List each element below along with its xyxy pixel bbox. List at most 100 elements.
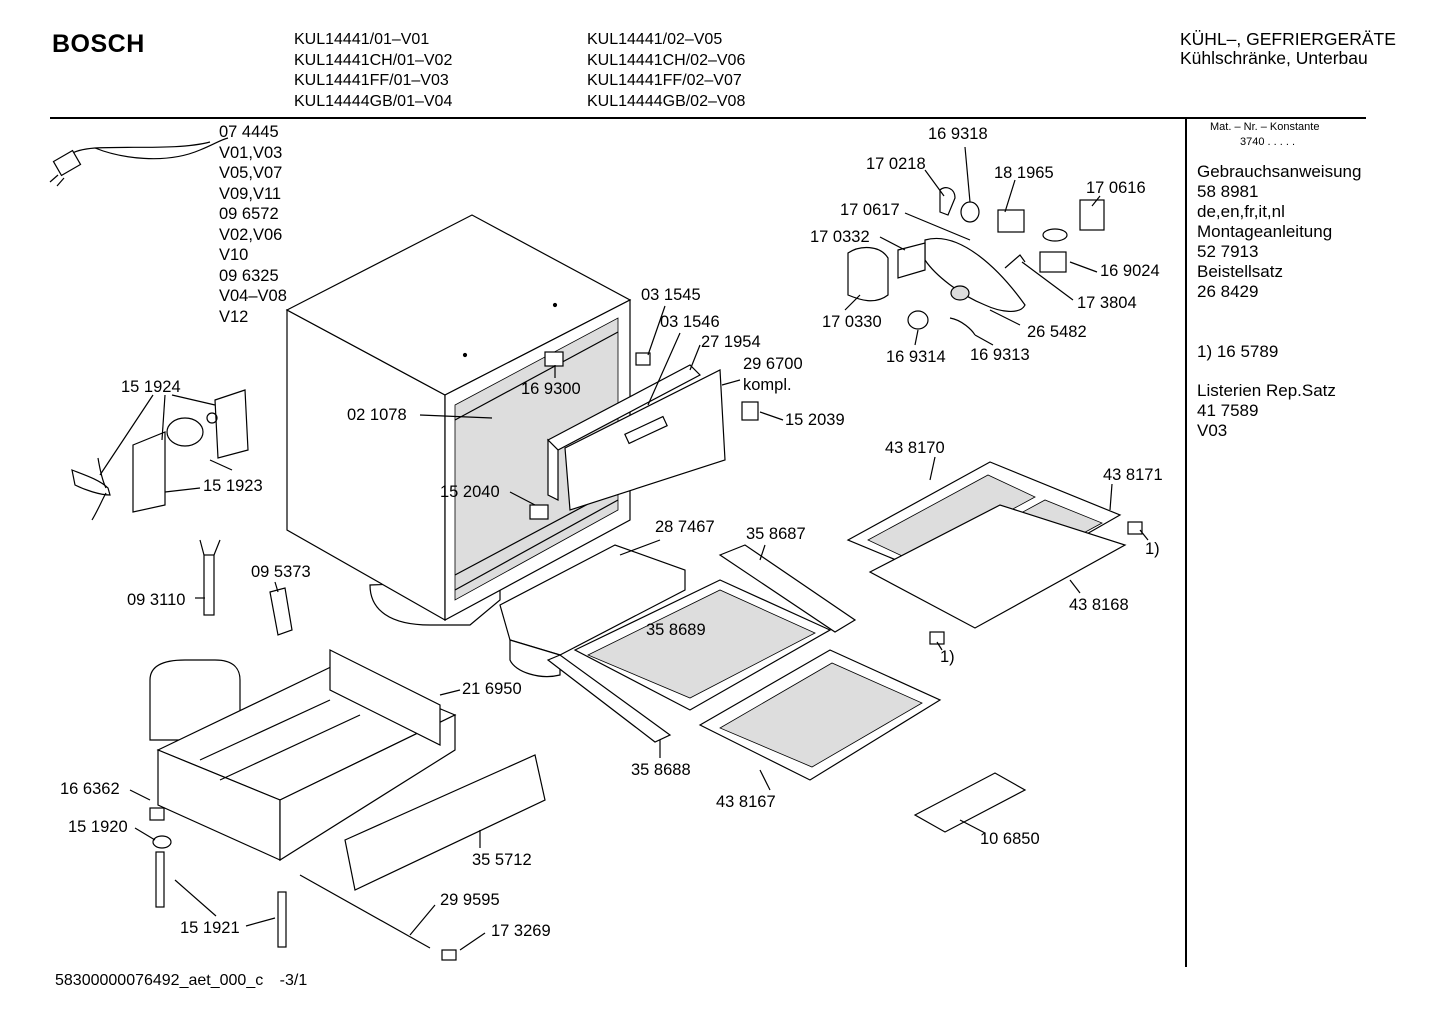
part-label: 43 8170 (885, 439, 945, 457)
cable-label: 07 4445 (219, 123, 279, 141)
glass-shelf-bottom (698, 649, 942, 781)
cable-label: V10 (219, 246, 249, 264)
cable-label: V01,V03 (219, 143, 283, 162)
footnote-marker: 1) (1145, 540, 1160, 558)
part-label: 17 0332 (810, 228, 870, 246)
part-label: 03 1546 (660, 313, 720, 331)
sidebar-note: 1) 16 5789 (1197, 342, 1279, 361)
doc-line: Beistellsatz (1197, 262, 1283, 281)
model-item: KUL14441FF/02–V07 (587, 72, 742, 89)
category-heading: KÜHL–, GEFRIERGERÄTE Kühlschränke, Unter… (1180, 30, 1396, 68)
part-label: 15 2039 (785, 411, 845, 429)
konstante-value: 3740 . . . . . (1240, 136, 1296, 148)
sidebar-docs: Gebrauchsanweisung 58 8981 de,en,fr,it,n… (1197, 162, 1361, 302)
base-tray (149, 649, 546, 961)
part-label: 15 1923 (203, 477, 263, 495)
cable-label: V04–V08 (219, 287, 287, 305)
doc-line: Listerien Rep.Satz (1197, 381, 1336, 400)
ice-tray (913, 772, 1027, 833)
part-label: 16 9024 (1100, 262, 1160, 280)
model-item: KUL14441CH/02–V06 (587, 51, 746, 69)
sidebar-repair-kit: Listerien Rep.Satz 41 7589 V03 (1197, 381, 1336, 441)
part-label: 29 6700 (743, 355, 803, 373)
doc-line: 52 7913 (1197, 242, 1259, 261)
doc-line: 26 8429 (1197, 282, 1259, 301)
part-label: 17 0330 (822, 313, 882, 331)
part-label: 17 3269 (491, 922, 551, 940)
part-label: 16 6362 (60, 780, 120, 798)
header-divider (50, 117, 1366, 119)
model-list-right: KUL14441/02–V05 KUL14441CH/02–V06 KUL144… (587, 30, 745, 112)
part-label: 03 1545 (641, 286, 701, 304)
page-number: -3/1 (279, 972, 308, 989)
drawing-code: 58300000076492_aet_000_c (55, 972, 264, 989)
part-label: 21 6950 (462, 680, 522, 698)
category-subline: Kühlschränke, Unterbau (1180, 48, 1368, 68)
part-label: 17 0616 (1086, 179, 1146, 197)
part-label: 26 5482 (1027, 323, 1087, 341)
part-label: 17 3804 (1077, 294, 1137, 312)
part-label: 35 8688 (631, 761, 691, 779)
model-item: KUL14441FF/01–V03 (294, 72, 449, 89)
freezer-door (547, 364, 726, 511)
part-label: 35 8687 (746, 525, 806, 543)
cable-label: V12 (219, 307, 249, 326)
part-label: 15 1924 (121, 378, 181, 396)
part-label: 35 8689 (646, 621, 706, 639)
doc-line: 58 8981 (1197, 182, 1259, 201)
part-label: 09 5373 (251, 563, 311, 581)
part-label: 28 7467 (655, 518, 715, 536)
doc-line: Montageanleitung (1197, 222, 1333, 241)
part-label: 29 9595 (440, 891, 500, 909)
doc-line: Gebrauchsanweisung (1197, 162, 1362, 181)
part-label: 15 1920 (68, 818, 128, 836)
part-label: 27 1954 (701, 333, 761, 351)
model-item: KUL14444GB/01–V04 (294, 92, 453, 110)
part-label: 16 9314 (886, 348, 946, 366)
model-item: KUL14444GB/02–V08 (587, 92, 746, 110)
shelf-rail-right (718, 544, 857, 633)
power-cable (49, 137, 229, 187)
cable-label: V09,V11 (219, 184, 282, 203)
glass-shelf-middle (573, 579, 832, 711)
model-item: KUL14441/02–V05 (587, 31, 723, 48)
cable-variant-labels: 07 4445 V01,V03 V05,V07 V09,V11 09 6572 … (219, 122, 287, 327)
footnote-marker: 1) (940, 648, 955, 666)
part-label: 15 2040 (440, 483, 500, 501)
part-label: 09 3110 (127, 591, 186, 609)
brand-logo: BOSCH (52, 30, 145, 58)
drawer-tray (499, 544, 686, 678)
doc-line: 41 7589 (1197, 401, 1259, 420)
doc-line: V03 (1197, 421, 1228, 440)
part-label: 16 9300 (521, 380, 581, 398)
part-label: 43 8167 (716, 793, 776, 811)
document-footer: 58300000076492_aet_000_c -3/1 (55, 972, 307, 990)
clip (529, 351, 1143, 645)
part-label: 17 0218 (866, 155, 926, 173)
model-list-left: KUL14441/01–V01 KUL14441CH/01–V02 KUL144… (294, 30, 452, 112)
cable-label: V02,V06 (219, 225, 283, 244)
part-label: 02 1078 (347, 406, 407, 424)
model-item: KUL14441/01–V01 (294, 31, 430, 48)
cable-label: V05,V07 (219, 164, 283, 182)
cable-label: 09 6572 (219, 205, 279, 223)
light-assembly (847, 187, 1105, 336)
sensor (199, 539, 293, 636)
glass-shelf-top (846, 461, 1127, 629)
part-label: 43 8171 (1103, 466, 1163, 484)
fan-motor (71, 389, 249, 521)
shelf-rail-left (546, 654, 672, 743)
konstante-label: Mat. – Nr. – Konstante (1210, 121, 1320, 133)
part-label: 15 1921 (180, 919, 240, 937)
leader-lines (99, 146, 1149, 951)
model-item: KUL14441CH/01–V02 (294, 51, 453, 69)
part-label: 43 8168 (1069, 596, 1129, 614)
part-label: 16 9313 (970, 346, 1030, 364)
part-label: 17 0617 (840, 201, 900, 219)
part-label: 35 5712 (472, 851, 532, 869)
part-label: 16 9318 (928, 125, 988, 143)
cabinet-body (285, 214, 632, 626)
category-line: KÜHL–, GEFRIERGERÄTE (1180, 29, 1396, 49)
sidebar-divider (1185, 117, 1187, 967)
part-label: 10 6850 (980, 830, 1040, 848)
